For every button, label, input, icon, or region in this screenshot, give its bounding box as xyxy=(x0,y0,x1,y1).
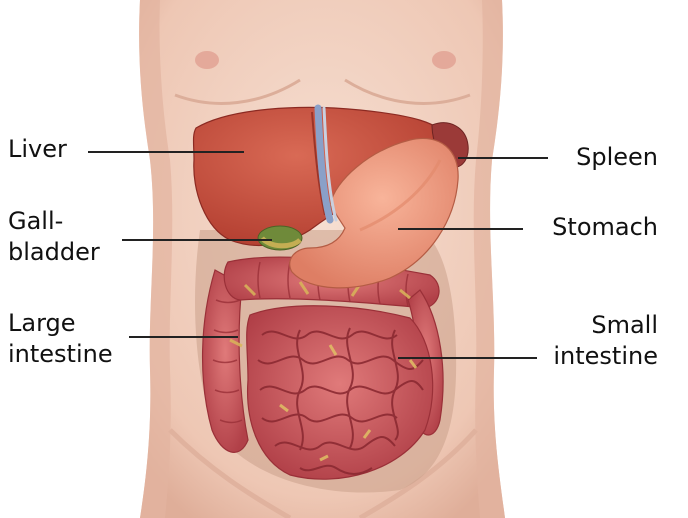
label-spleen: Spleen xyxy=(576,142,658,173)
label-gallbladder-line1: Gall- xyxy=(8,207,64,235)
left-nipple xyxy=(195,51,219,69)
label-stomach-text: Stomach xyxy=(552,213,658,241)
label-stomach: Stomach xyxy=(552,212,658,243)
label-gallbladder: Gall- bladder xyxy=(8,206,100,268)
label-liver-text: Liver xyxy=(8,135,67,163)
label-gallbladder-line2: bladder xyxy=(8,238,100,266)
label-small-intestine-line1: Small xyxy=(591,311,658,339)
label-large-intestine-line1: Large xyxy=(8,309,76,337)
right-shading xyxy=(473,0,505,518)
label-small-intestine-line2: intestine xyxy=(553,342,658,370)
label-spleen-text: Spleen xyxy=(576,143,658,171)
esophagus xyxy=(314,104,334,224)
label-liver: Liver xyxy=(8,134,67,165)
right-nipple xyxy=(432,51,456,69)
label-small-intestine: Small intestine xyxy=(553,310,658,372)
label-large-intestine: Large intestine xyxy=(8,308,113,370)
stomach xyxy=(289,137,459,289)
left-shading xyxy=(139,0,173,518)
label-large-intestine-line2: intestine xyxy=(8,340,113,368)
